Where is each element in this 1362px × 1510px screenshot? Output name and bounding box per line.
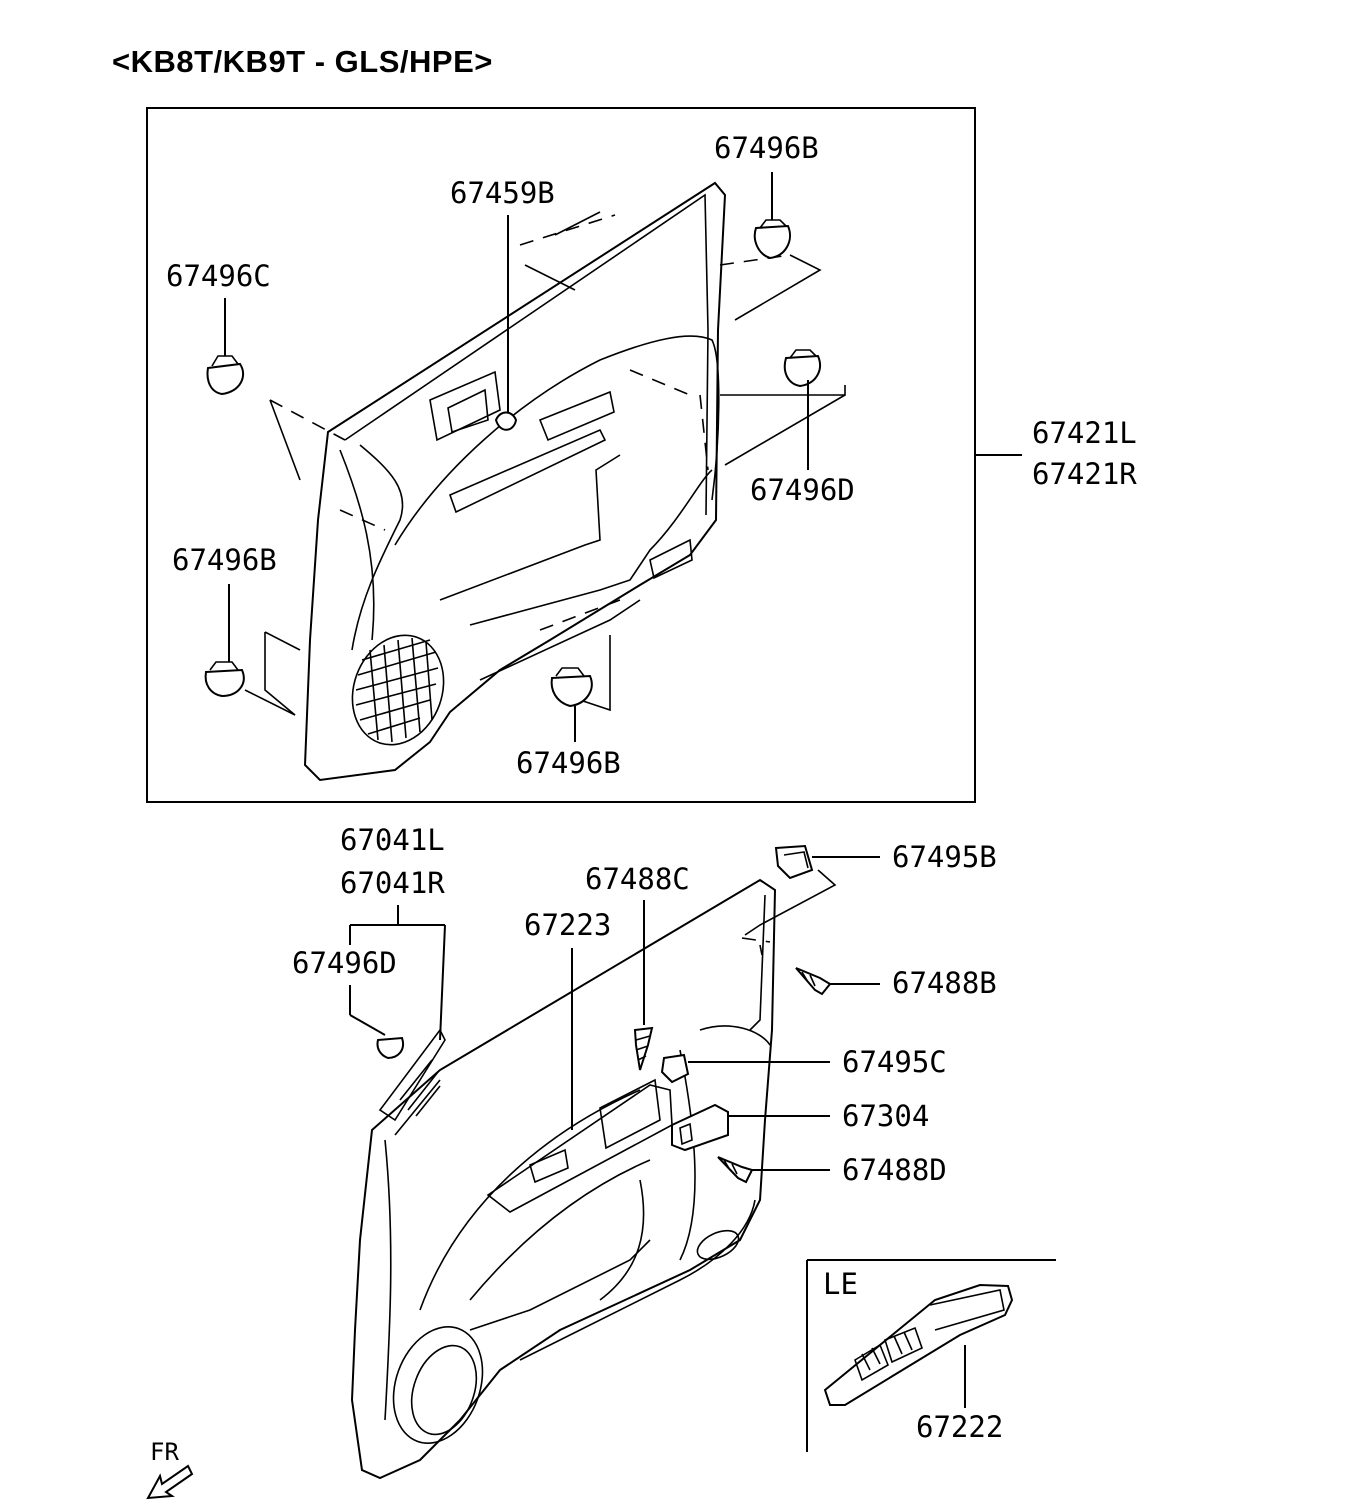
leader-67459B: [494, 215, 518, 431]
label-67041R: 67041R: [340, 866, 445, 900]
label-67421R: 67421R: [1032, 457, 1137, 491]
le-inset: [806, 1259, 1056, 1452]
front-direction-arrow-icon: [146, 1464, 194, 1500]
screw-67488C: [633, 900, 654, 1071]
label-67041L: 67041L: [340, 823, 445, 857]
label-inset-le: LE: [823, 1267, 858, 1301]
label-67496B-bottom: 67496B: [516, 746, 621, 780]
bracket-67041: [349, 905, 446, 1041]
diagram-title: <KB8T/KB9T - GLS/HPE>: [112, 44, 493, 79]
label-67488C: 67488C: [585, 862, 690, 896]
label-67495B: 67495B: [892, 840, 997, 874]
speaker-grille-pattern: [355, 637, 439, 743]
screw-67488D: [717, 1156, 830, 1184]
label-fr: FR: [150, 1438, 179, 1466]
lower-clip-guides: [741, 869, 837, 956]
clip-67495C: [660, 1053, 830, 1084]
label-67496D-lower: 67496D: [292, 946, 397, 980]
label-67496C: 67496C: [166, 259, 271, 293]
label-67421L: 67421L: [1032, 416, 1137, 450]
switch-67304: [671, 1103, 830, 1152]
clip-67495B: [774, 844, 880, 880]
clip-67496B-top: [753, 172, 791, 260]
label-67488D: 67488D: [842, 1153, 947, 1187]
label-67488B: 67488B: [892, 966, 997, 1000]
label-67459B: 67459B: [450, 176, 555, 210]
label-67496B-top: 67496B: [714, 131, 819, 165]
upper-clip-guides: [244, 211, 846, 716]
clip-67496B-left: [204, 584, 245, 698]
label-67304: 67304: [842, 1099, 929, 1133]
clip-67496D-lower: [349, 985, 404, 1060]
label-67495C: 67495C: [842, 1045, 947, 1079]
clip-67496C: [206, 298, 245, 396]
label-67223: 67223: [524, 908, 611, 942]
label-67496D-top: 67496D: [750, 473, 855, 507]
upper-door-trim-panel: [303, 181, 727, 782]
label-67222: 67222: [916, 1410, 1003, 1444]
clip-67496D-top: [783, 349, 821, 470]
clip-67496B-bottom: [550, 667, 593, 742]
label-67496B-left: 67496B: [172, 543, 277, 577]
lower-door-trim-panel: [350, 878, 777, 1480]
screw-67488B: [795, 967, 880, 996]
